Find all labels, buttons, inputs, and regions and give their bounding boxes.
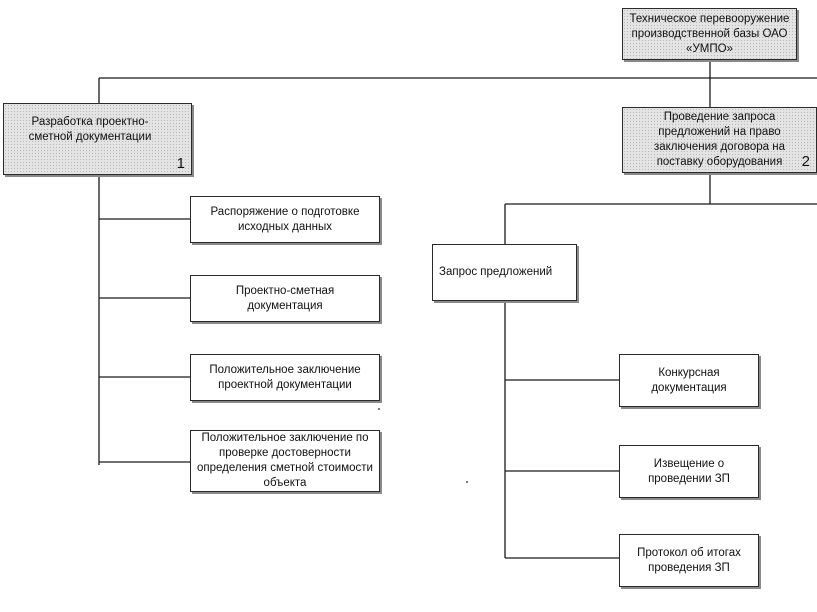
sub-node: Запрос предложений [432, 244, 577, 301]
branch1-child-4-label: Положительное заключение по проверке дос… [197, 432, 373, 489]
scan-speck [378, 408, 380, 410]
branch1-child-4: Положительное заключение по проверке дос… [190, 430, 380, 492]
branch1-child-1: Распоряжение о подготовке исходных данны… [190, 196, 380, 243]
branch1-child-3: Положительное заключение проектной докум… [190, 354, 380, 401]
branch1-node: Разработка проектно-сметной документации… [3, 103, 192, 175]
branch2-node: Проведение запроса предложений на право … [622, 107, 817, 173]
branch1-child-2-label: Проектно-сметная документация [235, 284, 335, 312]
branch2-node-label: Проведение запроса предложений на право … [653, 111, 786, 168]
root-node: Техническое перевооружение производствен… [622, 8, 797, 60]
branch1-child-3-label: Положительное заключение проектной докум… [209, 363, 361, 391]
sub-child-2: Извещение о проведении ЗП [619, 445, 759, 498]
scan-speck [466, 481, 468, 483]
root-node-label: Техническое перевооружение производствен… [629, 12, 790, 55]
sub-node-label: Запрос предложений [439, 266, 553, 278]
branch1-child-2: Проектно-сметная документация [190, 275, 380, 322]
sub-child-3-label: Протокол об итогах проведения ЗП [637, 546, 741, 574]
sub-child-1-label: Конкурсная документация [651, 366, 727, 394]
branch1-node-label: Разработка проектно-сметной документации [28, 116, 152, 143]
branch2-node-number: 2 [801, 153, 810, 170]
sub-child-1: Конкурсная документация [619, 354, 759, 407]
branch1-node-number: 1 [176, 155, 185, 172]
sub-child-2-label: Извещение о проведении ЗП [648, 457, 730, 485]
sub-child-3: Протокол об итогах проведения ЗП [619, 534, 759, 587]
branch1-child-1-label: Распоряжение о подготовке исходных данны… [210, 205, 360, 233]
